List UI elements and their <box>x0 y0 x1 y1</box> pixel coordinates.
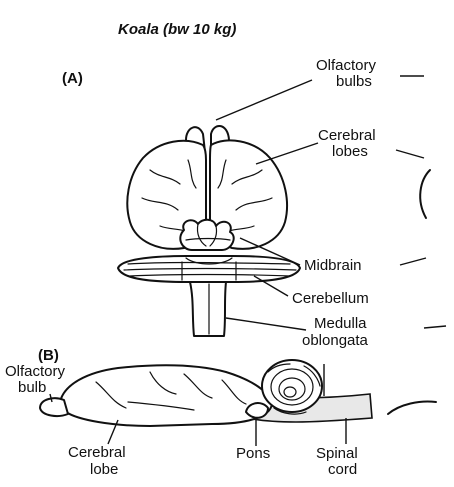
label-cerebral-lobes-line2: lobes <box>332 143 368 160</box>
label-spinal-cord-line2: cord <box>328 461 357 478</box>
leader-cerebral-lobe <box>107 419 119 445</box>
midbrain-tectum <box>179 218 235 251</box>
label-olfactory-bulbs-line1: Olfactory <box>316 57 377 74</box>
label-olfactory-bulbs-line2: bulbs <box>336 73 372 90</box>
leader-cerebral-lobes-right <box>395 149 425 159</box>
panel-a-label: (A) <box>62 70 83 87</box>
lateral-brain-drawing <box>39 359 373 427</box>
cerebrum-lateral <box>59 364 273 427</box>
label-cerebral-lobe-line1: Cerebral <box>68 444 126 461</box>
leader-olfactory-bulbs <box>215 79 313 121</box>
label-olfactory-bulb-line1: Olfactory <box>5 363 66 380</box>
leader-medulla-right <box>423 325 447 329</box>
leader-midbrain-right <box>399 257 427 266</box>
label-medulla-line2: oblongata <box>302 332 369 349</box>
adjacent-figure-edge <box>419 169 431 219</box>
label-medulla-line1: Medulla <box>314 315 367 332</box>
figure-title: Koala (bw 10 kg) <box>118 21 236 38</box>
leader-midbrain <box>239 237 301 266</box>
leader-cerebral-lobes <box>255 142 319 165</box>
leader-cerebellum <box>253 275 289 297</box>
medulla-oblongata <box>189 281 227 337</box>
panel-b-label: (B) <box>38 347 59 364</box>
label-spinal-cord-line1: Spinal <box>316 445 358 462</box>
dorsal-brain-drawing <box>117 125 301 337</box>
label-pons: Pons <box>236 445 270 462</box>
label-cerebral-lobe-line2: lobe <box>90 461 118 478</box>
olfactory-bulb-lateral <box>39 397 69 417</box>
label-cerebellum: Cerebellum <box>292 290 369 307</box>
label-midbrain: Midbrain <box>304 257 362 274</box>
pons-lateral <box>245 402 269 419</box>
adjacent-figure-edge-lower <box>387 400 437 415</box>
label-cerebral-lobes-line1: Cerebral <box>318 127 376 144</box>
leader-olfactory-bulb <box>49 393 53 403</box>
cerebral-lobe-right <box>209 139 288 250</box>
leader-medulla <box>225 317 307 331</box>
label-olfactory-bulb-line2: bulb <box>18 379 46 396</box>
